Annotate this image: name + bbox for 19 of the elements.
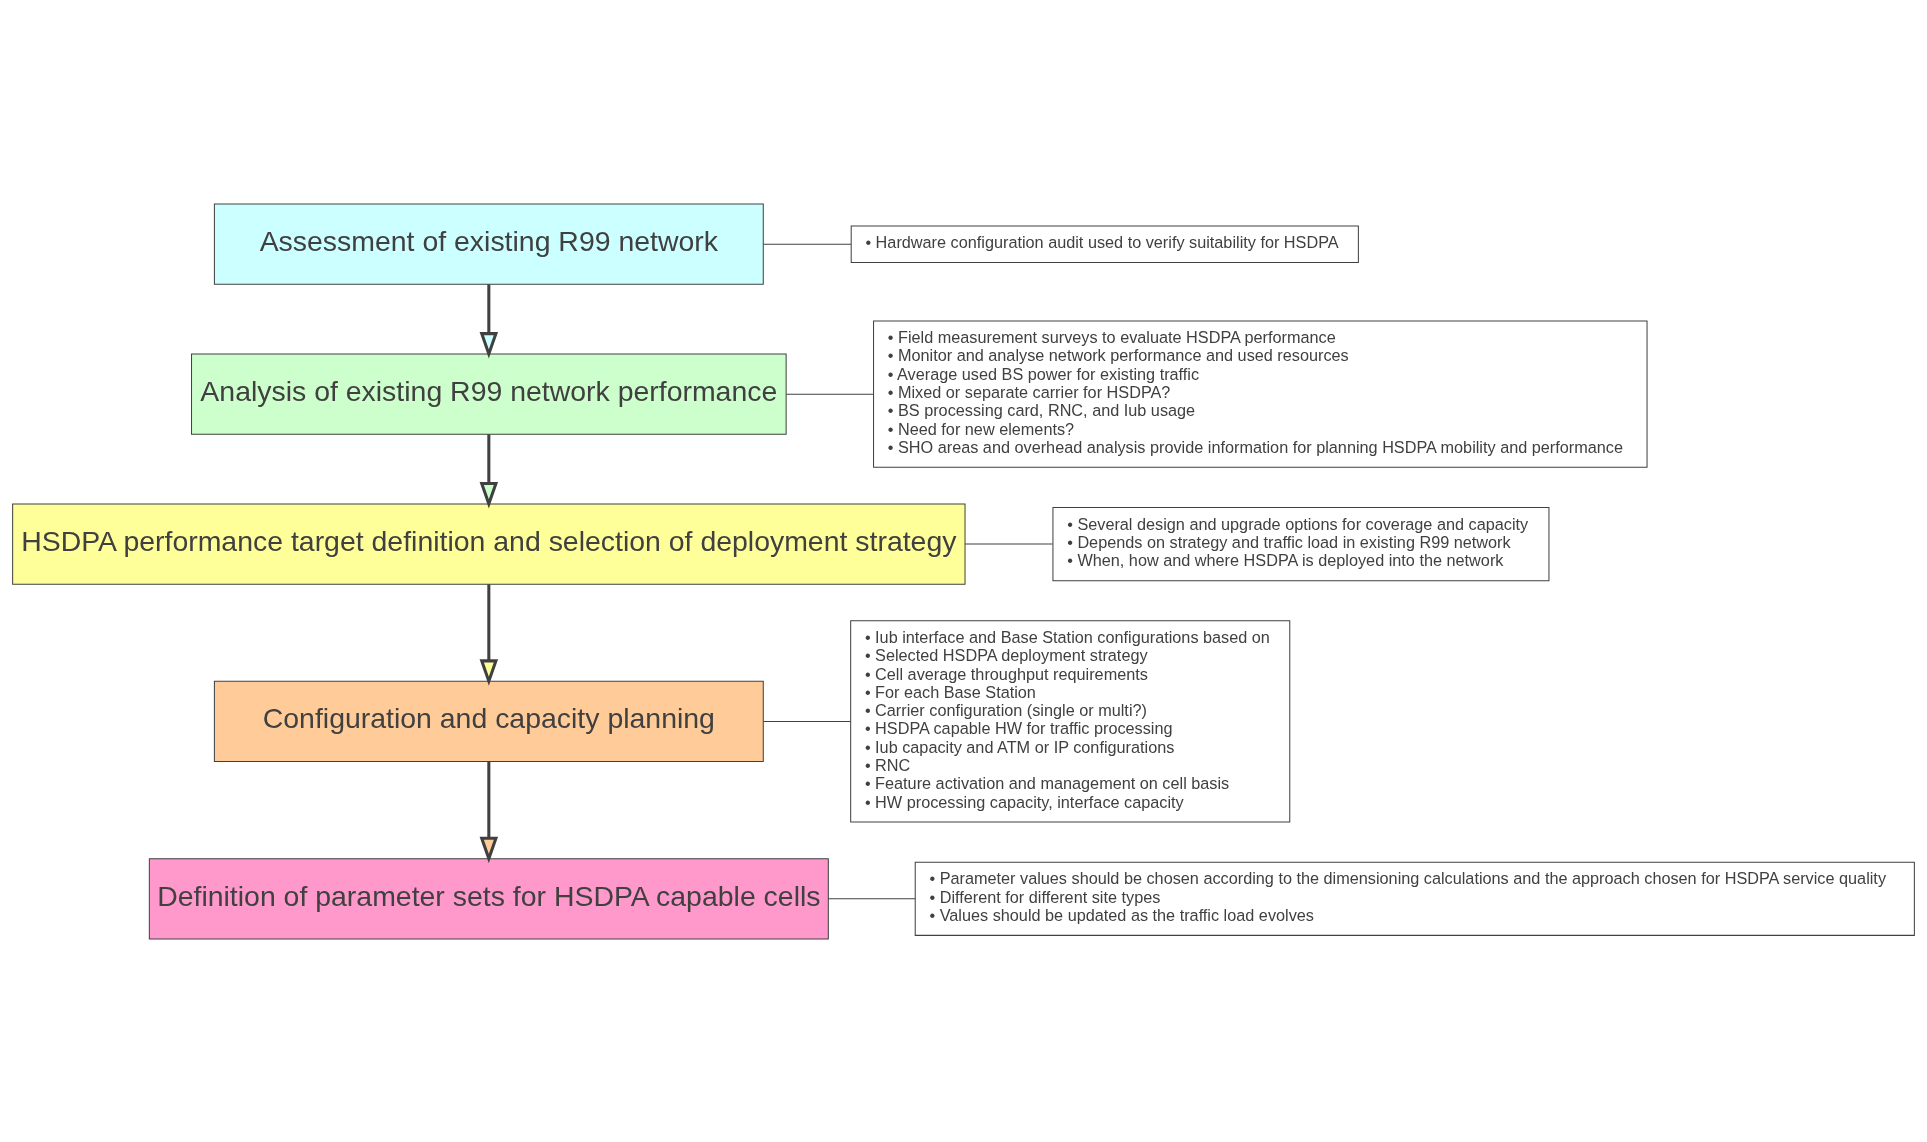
arrow — [479, 761, 499, 863]
connector — [827, 897, 916, 899]
arrow — [479, 433, 499, 508]
arrow — [479, 583, 499, 686]
node-box: HSDPA performance target definition and selection of deployment strategy — [12, 502, 966, 585]
node-box: • Several design and upgrade options for coverage and capacity • Depends on strategy and traffic load in existing R99 network • When, how and where HSDPA is deployed into the network — [1052, 506, 1550, 581]
node-box: • Parameter values should be chosen according to the dimensioning calculations and the approach chosen for HSDPA service quality • Different for different site types • Values should be updated as the traffic load evolves — [914, 861, 1915, 936]
node-box: Configuration and capacity planning — [213, 680, 764, 762]
node-box: Assessment of existing R99 network — [213, 203, 764, 285]
node-box: Definition of parameter sets for HSDPA capable cells — [148, 857, 829, 939]
connector — [964, 543, 1054, 545]
node-box: Analysis of existing R99 network performance — [191, 353, 787, 435]
connector — [762, 243, 852, 245]
node-box: • Field measurement surveys to evaluate HSDPA performance • Monitor and analyse network performance and used resources • Average used BS power for existing traffic • Mixed or separate carrier for HSDPA? • BS processing card, RNC, and Iub usage • Need for new elements? • SHO areas and overhead analysis provide information for planning HSDPA mobility and performance — [873, 319, 1648, 468]
connector — [762, 720, 852, 722]
node-box: • Iub interface and Base Station configurations based on • Selected HSDPA deployment strategy • Cell average throughput requirements • For each Base Station • Carrier configuration (single or multi?) • HSDPA capable HW for traffic processing • Iub capacity and ATM or IP configurations • RNC • Feature activation and management on cell basis • HW processing capacity, interface capacity — [850, 619, 1291, 823]
arrow — [479, 283, 499, 359]
node-box: • Hardware configuration audit used to verify suitability for HSDPA — [850, 224, 1359, 263]
connector — [785, 393, 874, 395]
